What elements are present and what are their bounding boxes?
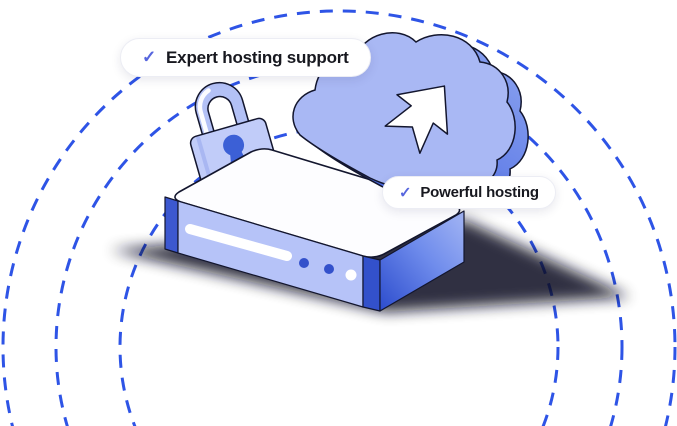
server-left-corner-strip [164, 196, 179, 254]
orbit-ring-outer [1, 9, 677, 426]
check-icon: ✓ [142, 47, 157, 66]
orbit-ring-inner [118, 126, 560, 426]
server-drive-slot [185, 224, 292, 261]
orbit-rings [1, 9, 677, 426]
server-led-dot-2 [324, 264, 334, 274]
badge-powerful-hosting: ✓ Powerful hosting [382, 176, 556, 209]
orbit-ring-middle [54, 62, 624, 426]
server-led-dot-3 [345, 269, 357, 281]
badge-expert-label: Expert hosting support [166, 47, 349, 67]
server-right-corner-strip [362, 255, 381, 312]
server-illustration [164, 148, 465, 312]
padlock-shackle [194, 81, 251, 139]
server-led-dot-1 [299, 258, 309, 268]
badge-expert-hosting-support: ✓ Expert hosting support [120, 38, 371, 77]
padlock-shackle-highlight [197, 88, 211, 139]
check-icon: ✓ [399, 184, 412, 201]
upload-arrow-icon [384, 85, 449, 154]
server-right-face [379, 210, 465, 312]
badge-powerful-label: Powerful hosting [420, 184, 539, 201]
